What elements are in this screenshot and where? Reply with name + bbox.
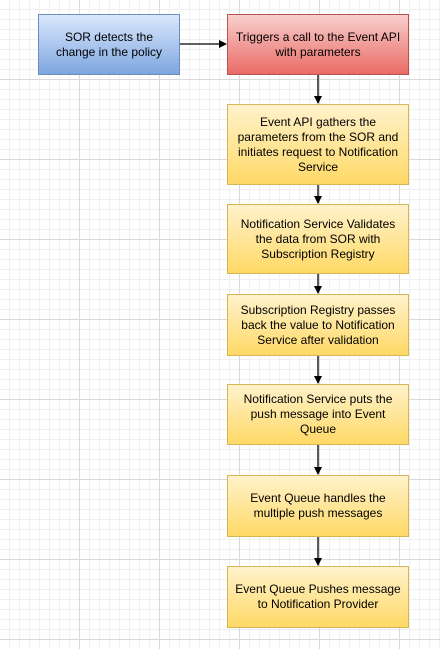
node-notification-service-puts-message[interactable]: Notification Service puts the push messa… [227, 384, 409, 445]
node-label: Subscription Registry passes back the va… [240, 302, 396, 347]
node-label: Event Queue Pushes message to Notificati… [235, 582, 401, 611]
node-event-queue-handles-messages[interactable]: Event Queue handles the multiple push me… [227, 475, 409, 537]
node-subscription-registry-passes-back[interactable]: Subscription Registry passes back the va… [227, 294, 409, 356]
node-event-queue-pushes-message[interactable]: Event Queue Pushes message to Notificati… [227, 566, 409, 628]
node-label: Notification Service Validates the data … [240, 216, 396, 261]
node-label: Event API gathers the parameters from th… [237, 114, 399, 174]
node-label: SOR detects the change in the policy [55, 29, 163, 59]
node-triggers-event-api-call[interactable]: Triggers a call to the Event API with pa… [227, 14, 409, 75]
node-notification-service-validates[interactable]: Notification Service Validates the data … [227, 204, 409, 274]
node-event-api-gathers-parameters[interactable]: Event API gathers the parameters from th… [227, 104, 409, 185]
node-label: Notification Service puts the push messa… [243, 392, 393, 436]
node-label: Triggers a call to the Event API with pa… [235, 29, 401, 59]
node-sor-detects-change[interactable]: SOR detects the change in the policy [38, 14, 180, 75]
node-label: Event Queue handles the multiple push me… [250, 491, 386, 520]
